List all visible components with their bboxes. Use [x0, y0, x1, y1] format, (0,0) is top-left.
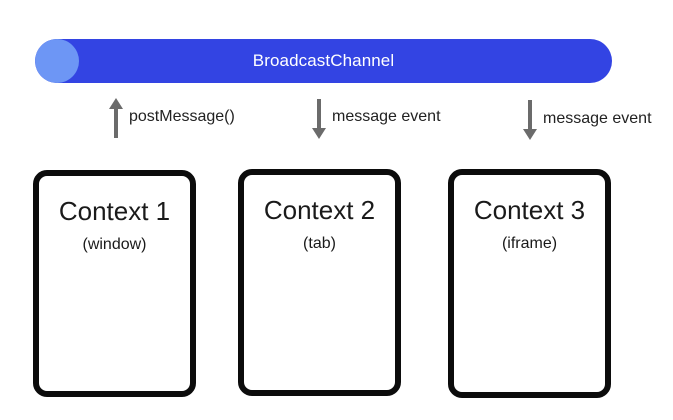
context-subtitle: (tab) — [303, 235, 336, 252]
context-subtitle: (window) — [82, 236, 147, 253]
arrow-label-message-event-2: message event — [332, 108, 441, 125]
context-title: Context 1 — [58, 196, 171, 226]
arrow-post-message: postMessage() — [108, 98, 235, 138]
context-box-iframe: Context 3 (iframe) — [448, 169, 611, 398]
channel-label: BroadcastChannel — [252, 51, 395, 70]
context-box-tab: Context 2 (tab) — [238, 169, 401, 396]
arrow-down-icon — [312, 99, 326, 139]
context-title: Context 2 — [263, 195, 376, 225]
channel-cap-circle — [35, 39, 79, 83]
arrow-label-message-event-3: message event — [543, 110, 652, 127]
arrow-down-icon — [523, 100, 537, 140]
context-subtitle: (iframe) — [501, 235, 558, 252]
arrow-message-event-3: message event — [522, 100, 652, 140]
context-title: Context 3 — [473, 195, 586, 225]
context-box-window: Context 1 (window) — [33, 170, 196, 397]
arrow-message-event-2: message event — [311, 99, 441, 139]
arrow-label-post-message: postMessage() — [129, 108, 235, 125]
broadcast-channel-bar: BroadcastChannel — [35, 39, 612, 83]
arrow-up-icon — [109, 98, 123, 138]
